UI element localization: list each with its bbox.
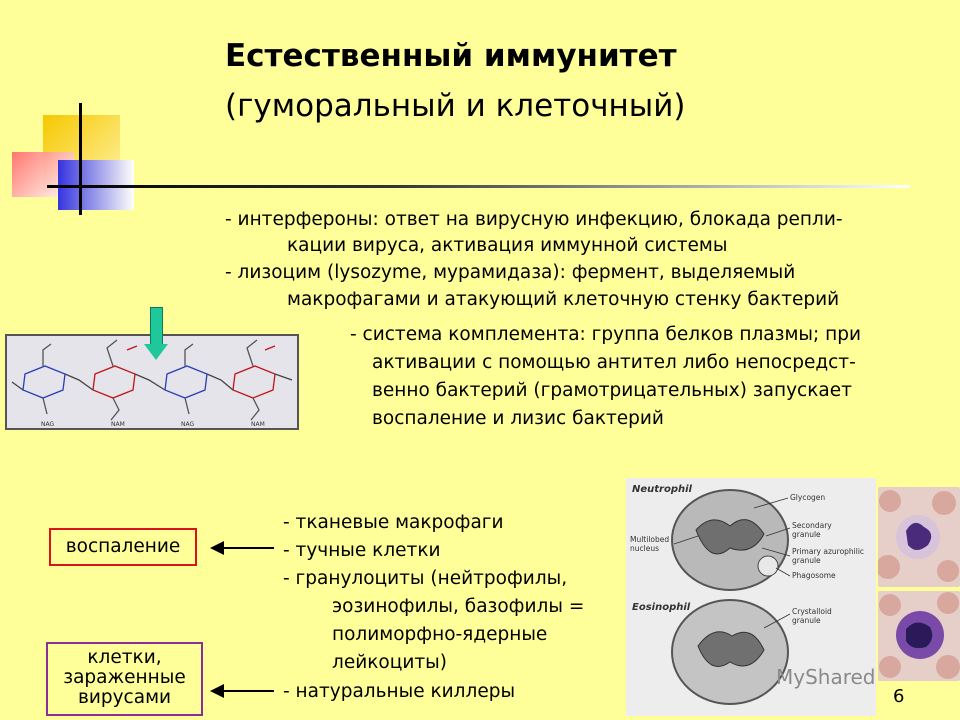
decor-vertical-line [79, 103, 82, 215]
cellular-line-granulocytes: - гранулоциты (нейтрофилы, [283, 568, 568, 589]
molecule-label-nag-1: NAG [41, 421, 54, 428]
neutrophil-nucleus [695, 519, 765, 555]
label-secondary: Secondary [792, 521, 832, 530]
complement-line-3: венно бактерий (грамотрицательных) запус… [372, 380, 852, 401]
nag-ring-2 [164, 365, 208, 399]
nam-ring-1 [92, 365, 136, 399]
peptidoglycan-structure-svg: NAG NAM NAG NAM [11, 339, 293, 428]
page-number: 6 [893, 686, 905, 707]
nam-ring-2 [232, 365, 276, 399]
cellular-line-granulocytes-2: эозинофилы, базофилы = [332, 596, 585, 617]
label-secondary-granule: granule [792, 530, 821, 539]
watermark: MyShared [776, 665, 876, 689]
slide-title: Естественный иммунитет [225, 38, 677, 74]
label-crystalloid: Crystalloid [792, 607, 832, 616]
label-phagosome: Phagosome [792, 571, 836, 580]
complement-line-2: активации с помощью антител либо непосре… [372, 352, 856, 373]
molecule-label-nam-1: NAM [111, 421, 125, 428]
cellular-line-macrophages: - тканевые макрофаги [283, 512, 504, 533]
cellular-line-granulocytes-4: лейкоциты) [332, 652, 447, 673]
slide-subtitle: (гуморальный и клеточный) [225, 88, 686, 124]
neutrophil-micrograph [878, 487, 960, 587]
arrow-to-infected-cells [210, 684, 274, 698]
lysozyme-cleavage-arrow-shaft [150, 307, 163, 347]
eosinophil-nucleus [697, 631, 765, 667]
granulocyte-diagram-svg: Neutrophil Eosinophil Glycogen Secondary… [630, 484, 876, 705]
eosinophil-micrograph-svg [878, 591, 960, 681]
label-multilobed-nucleus: nucleus [630, 544, 659, 553]
interferons-line-2: кации вируса, активация иммунной системы [287, 235, 728, 256]
granulocyte-diagram: Neutrophil Eosinophil Glycogen Secondary… [626, 478, 876, 716]
infected-cells-line-1: клетки, [87, 647, 162, 668]
label-primary-azurophilic: Primary azurophilic [792, 547, 864, 556]
arrow-to-inflammation [210, 541, 274, 555]
infected-cells-box: клетки, зараженные вирусами [46, 642, 203, 716]
cellular-line-mast-cells: - тучные клетки [283, 540, 441, 561]
neutrophil-micrograph-svg [878, 487, 960, 587]
eosinophil-micrograph [878, 591, 960, 681]
interferons-line-1: - интерфероны: ответ на вирусную инфекци… [225, 209, 843, 230]
eosinophil-title: Eosinophil [632, 602, 691, 613]
lysozyme-line-1: - лизоцим (lysozyme, мурамидаза): фермен… [225, 262, 796, 283]
cellular-line-nk-cells: - натуральные киллеры [283, 681, 516, 702]
label-multilobed: Multilobed [630, 535, 669, 544]
title-divider [47, 185, 910, 188]
cellular-line-granulocytes-3: полиморфно-ядерные [332, 624, 548, 645]
infected-cells-line-3: вирусами [77, 687, 172, 708]
infected-cells-line-2: зараженные [63, 667, 186, 688]
inflammation-box: воспаление [49, 528, 197, 566]
complement-line-4: воспаление и лизис бактерий [372, 408, 664, 429]
label-glycogen: Glycogen [790, 493, 825, 502]
nag-ring-1 [22, 365, 66, 399]
neutrophil-phagosome [757, 555, 779, 577]
label-primary-granule: granule [792, 556, 821, 565]
neutrophil-title: Neutrophil [632, 484, 693, 495]
complement-line-1: - система комплемента: группа белков пла… [350, 324, 862, 345]
molecule-label-nam-2: NAM [251, 421, 265, 428]
molecule-label-nag-2: NAG [181, 421, 194, 428]
lysozyme-line-2: макрофагами и атакующий клеточную стенку… [287, 289, 840, 310]
label-crystalloid-granule: granule [792, 616, 821, 625]
lysozyme-cleavage-arrow-head [144, 344, 168, 360]
